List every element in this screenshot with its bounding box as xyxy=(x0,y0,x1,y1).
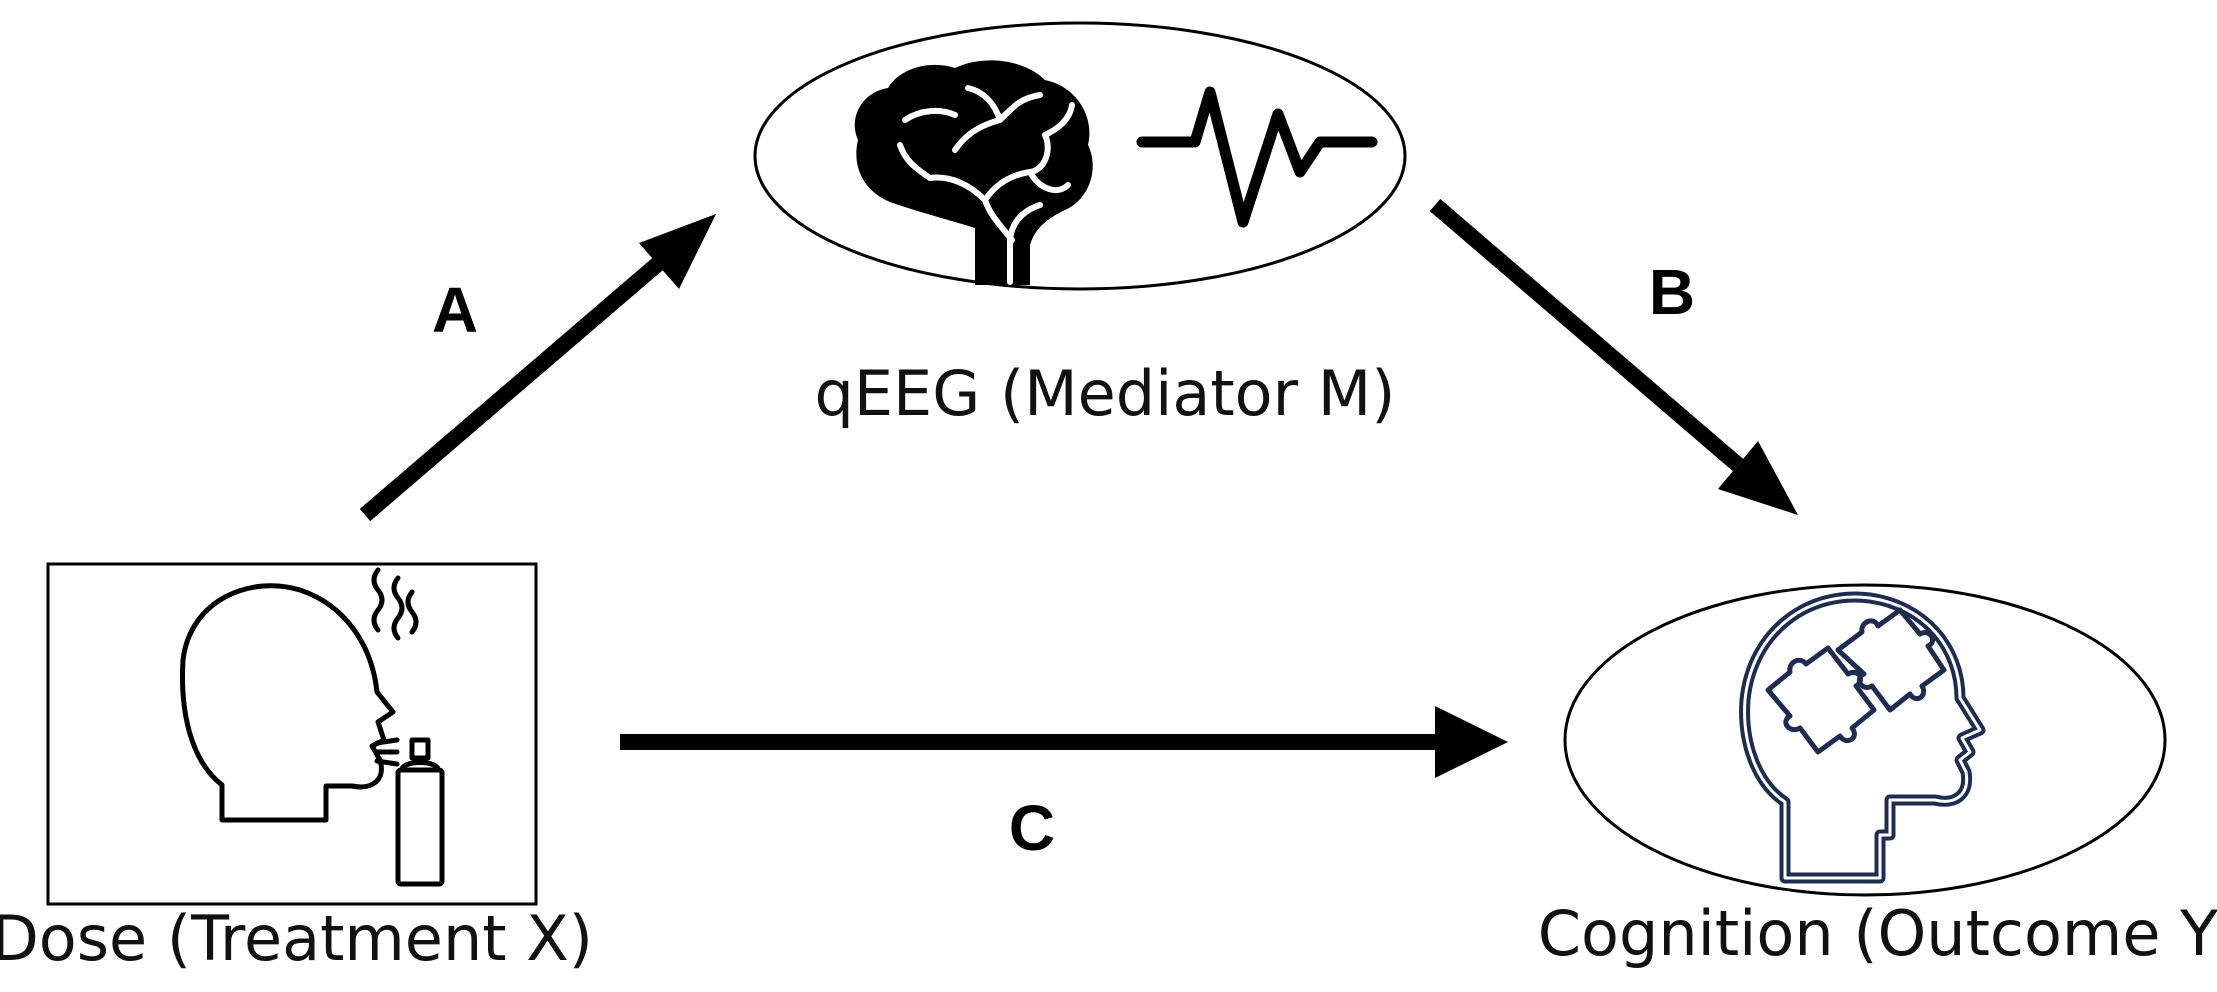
outcome-label: Cognition (Outcome Y) xyxy=(1538,897,2217,970)
mediator-label: qEEG (Mediator M) xyxy=(815,357,1396,430)
treatment-label: Dose (Treatment X) xyxy=(0,902,593,975)
outcome-node xyxy=(1563,583,2167,897)
head-inhaling-spray-icon xyxy=(180,567,445,887)
outcome-ellipse xyxy=(1563,583,2167,897)
puzzle-head-icon xyxy=(1739,591,1986,884)
treatment-box xyxy=(46,562,538,906)
arrow-a xyxy=(359,214,716,522)
arrow-b xyxy=(1429,198,1798,515)
mediator-node xyxy=(753,21,1407,291)
path-label-a: A xyxy=(432,274,478,346)
treatment-node xyxy=(46,562,538,906)
eeg-waveform-icon xyxy=(1136,86,1378,228)
path-label-b: B xyxy=(1649,256,1695,328)
brain-icon xyxy=(854,60,1093,286)
path-label-c: C xyxy=(1009,792,1055,864)
arrow-c xyxy=(620,706,1508,778)
